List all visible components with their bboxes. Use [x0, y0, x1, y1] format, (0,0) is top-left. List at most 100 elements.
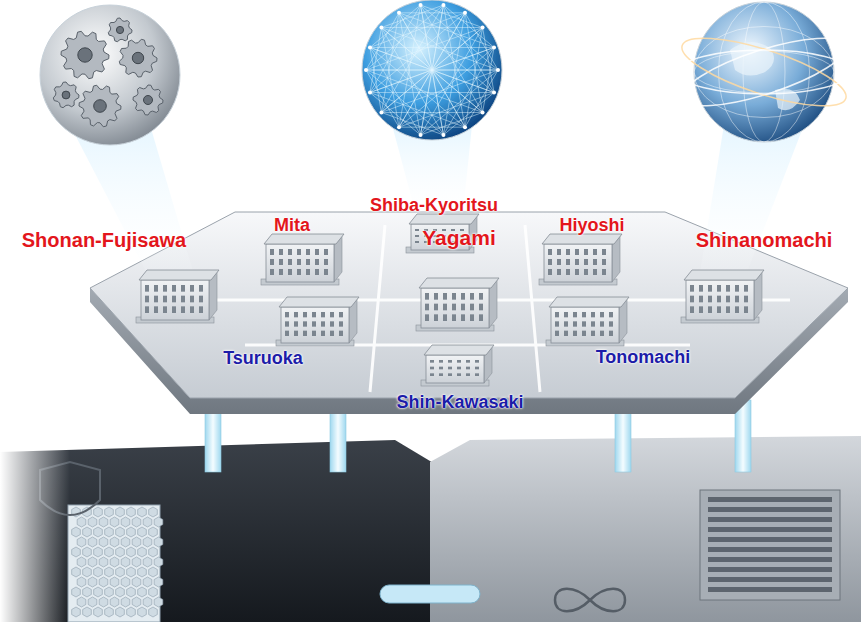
hex-cell	[72, 607, 81, 617]
building-window	[573, 321, 577, 326]
gear	[61, 31, 109, 78]
hex-cell	[105, 527, 114, 537]
building-window	[285, 312, 289, 317]
network-dot	[368, 91, 372, 95]
hex-cell	[143, 557, 152, 567]
building-window	[717, 306, 721, 313]
building-window	[584, 259, 588, 265]
building-window	[575, 269, 579, 275]
hex-cell	[83, 607, 92, 617]
building-window	[479, 304, 483, 311]
building-roof	[419, 278, 499, 288]
hex-cell	[72, 547, 81, 557]
globe-body	[40, 5, 180, 145]
hex-cell	[143, 577, 152, 587]
building-front	[544, 244, 612, 282]
campus-building	[276, 297, 359, 346]
hex-cell	[105, 567, 114, 577]
building-window	[430, 367, 434, 370]
building-window	[415, 241, 419, 243]
building-window	[548, 269, 552, 275]
building-window	[744, 296, 748, 303]
building-window	[425, 293, 429, 300]
hex-cell	[138, 547, 147, 557]
building-window	[593, 259, 597, 265]
building-window	[735, 306, 739, 313]
hex-cell	[94, 547, 103, 557]
hex-cell	[132, 597, 141, 607]
building-front	[686, 280, 754, 320]
building-window	[582, 312, 586, 317]
building-window	[573, 312, 577, 317]
gear-hub	[78, 48, 92, 62]
building-window	[744, 285, 748, 292]
building-window	[470, 293, 474, 300]
building-window	[591, 312, 595, 317]
hex-cell	[72, 587, 81, 597]
hex-cell	[99, 517, 108, 527]
network-dot	[441, 3, 445, 7]
building-window	[425, 314, 429, 321]
network-dot	[481, 26, 485, 30]
building-window	[285, 321, 289, 326]
network-link	[443, 5, 494, 47]
hex-cell	[127, 567, 136, 577]
campus-label: Tsuruoka	[223, 348, 303, 369]
hex-cell	[77, 557, 86, 567]
globe-content	[53, 18, 163, 127]
building-window	[573, 331, 577, 336]
hex-cell	[121, 557, 130, 567]
building-window	[312, 312, 316, 317]
hex-cell	[83, 527, 92, 537]
hex-cell	[99, 597, 108, 607]
building-window	[439, 373, 443, 376]
hex-cell	[138, 587, 147, 597]
building-roof	[409, 214, 479, 224]
building-window	[306, 249, 310, 255]
gear-hub	[132, 52, 143, 63]
building-roof	[139, 270, 219, 280]
building-window	[591, 331, 595, 336]
hex-cell	[88, 577, 97, 587]
building-window	[466, 367, 470, 370]
building-window	[690, 306, 694, 313]
building-window	[457, 367, 461, 370]
building-window	[452, 293, 456, 300]
network-link	[465, 13, 483, 113]
campus-label: Yagami	[422, 226, 496, 250]
building-window	[602, 249, 606, 255]
building-window	[475, 360, 479, 363]
hex-cell	[88, 517, 97, 527]
hex-cell	[77, 517, 86, 527]
building-window	[430, 360, 434, 363]
hex-cell	[138, 567, 147, 577]
building-window	[190, 306, 194, 313]
hex-cell	[94, 507, 103, 517]
gear-hub	[94, 100, 107, 113]
building-window	[600, 331, 604, 336]
building-window	[443, 293, 447, 300]
building-window	[575, 249, 579, 255]
building-window	[602, 269, 606, 275]
network-link	[399, 127, 465, 128]
globe-body	[694, 2, 834, 142]
building-window	[575, 259, 579, 265]
hex-cell	[149, 567, 158, 577]
hex-cell	[149, 587, 158, 597]
building-window	[461, 314, 465, 321]
building-window	[699, 296, 703, 303]
building-window	[466, 373, 470, 376]
building-window	[699, 306, 703, 313]
building-roof	[542, 234, 622, 244]
hex-cell	[154, 557, 163, 567]
building-window	[279, 259, 283, 265]
hex-panel	[68, 505, 160, 622]
building-window	[303, 312, 307, 317]
hex-cell	[138, 527, 147, 537]
campus-label: Shinanomachi	[696, 229, 833, 252]
campus-label: Shiba-Kyoritsu	[370, 195, 498, 216]
hex-cell	[138, 507, 147, 517]
building-window	[448, 360, 452, 363]
building-window	[297, 269, 301, 275]
